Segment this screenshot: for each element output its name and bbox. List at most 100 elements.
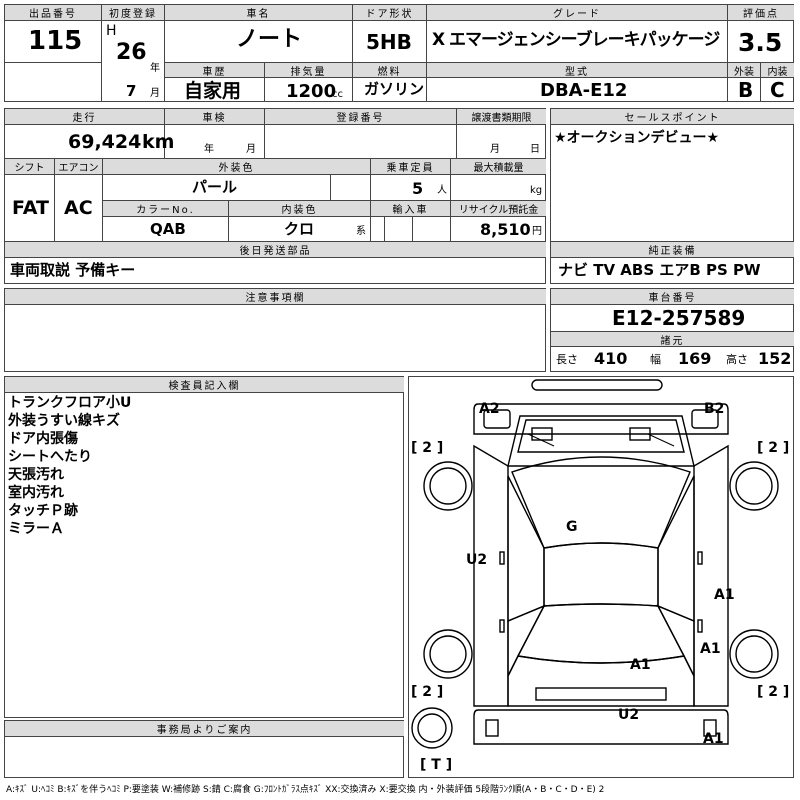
recycle-label: リサイクル預託金 xyxy=(451,201,546,216)
length-label: 長さ xyxy=(556,353,578,366)
transfer-day-unit: 日 xyxy=(530,144,540,155)
month-unit: 月 xyxy=(150,88,160,99)
inspector-notes: トランクフロア小U 外装うすい線キズ ドア内張傷 シートへたり 天張汚れ 室内汚… xyxy=(8,394,398,538)
mark-a1-center: A1 xyxy=(630,657,651,673)
header-section xyxy=(4,4,794,102)
sales-point: ★オークションデビュー★ xyxy=(554,130,720,146)
chassis-label: 車台番号 xyxy=(551,289,794,304)
mileage-unit: km xyxy=(142,131,175,153)
note-line: シートへたり xyxy=(8,449,92,465)
shift-label: シフト xyxy=(5,159,54,174)
chassis-section xyxy=(550,288,794,372)
damage-diagram-frame xyxy=(408,376,794,778)
exterior-label: 外装 xyxy=(728,63,760,77)
model-label: 型式 xyxy=(427,63,727,77)
score: 3.5 xyxy=(738,28,783,57)
sales-point-section xyxy=(550,108,794,284)
recycle: 8,510 xyxy=(480,220,531,239)
office-label: 事務局よりご案内 xyxy=(5,721,404,736)
ac-label: エアコン xyxy=(55,159,102,174)
era: H xyxy=(106,23,117,39)
inspection-label: 車検 xyxy=(165,109,264,124)
history: 自家用 xyxy=(184,80,242,102)
reg-no-label: 登録番号 xyxy=(265,109,456,124)
door-label: ドア形状 xyxy=(353,5,426,20)
chassis-number: E12-257589 xyxy=(612,306,746,330)
inspector-section xyxy=(4,376,404,718)
color-no: QAB xyxy=(150,220,186,238)
length: 410 xyxy=(594,349,628,368)
width: 169 xyxy=(678,349,712,368)
spare-tyre: [ T ] xyxy=(420,757,453,773)
later-parts: 車両取説 予備キー xyxy=(10,261,136,279)
displacement-label: 排気量 xyxy=(265,63,352,77)
insp-month-unit: 月 xyxy=(246,144,256,155)
height-label: 高さ xyxy=(726,353,748,366)
note-line: ドア内張傷 xyxy=(8,431,78,447)
recycle-unit: 円 xyxy=(532,226,542,237)
int-color: クロ xyxy=(284,220,315,238)
grade: X エマージェンシーブレーキパッケージ xyxy=(432,30,720,50)
reg-year: 26 xyxy=(116,40,147,65)
vehicle-info-section xyxy=(4,108,546,284)
car-name-label: 車名 xyxy=(165,5,352,20)
height: 152 xyxy=(758,349,792,368)
office-section xyxy=(4,720,404,778)
mark-a2: A2 xyxy=(479,401,500,417)
tyre-rear-left: [ 2 ] xyxy=(411,684,444,700)
mileage-label: 走行 xyxy=(5,109,164,124)
width-label: 幅 xyxy=(650,353,661,366)
capacity: 5 xyxy=(412,179,424,198)
ext-color-label: 外装色 xyxy=(103,159,370,174)
interior-label: 内装 xyxy=(761,63,794,77)
fuel: ガソリン xyxy=(364,80,425,98)
history-label: 車歴 xyxy=(165,63,264,77)
mark-a1-right-1: A1 xyxy=(714,587,735,603)
car-name: ノート xyxy=(236,27,303,52)
exterior-score: B xyxy=(738,78,754,102)
shift: FAT xyxy=(12,197,49,219)
first-reg-label: 初度登録 xyxy=(102,5,164,20)
model: DBA-E12 xyxy=(540,80,628,101)
mark-u2-side: U2 xyxy=(466,552,488,568)
mark-b2: B2 xyxy=(704,401,725,417)
ext-color: パール xyxy=(192,178,238,196)
int-color-label: 内装色 xyxy=(229,201,370,216)
ac: AC xyxy=(64,197,93,219)
note-line: ミラーＡ xyxy=(8,521,64,537)
note-line: 室内汚れ xyxy=(8,485,64,501)
grade-label: グレード xyxy=(427,5,727,20)
transfer-label: 譲渡書類期限 xyxy=(457,109,546,124)
max-load-label: 最大積載量 xyxy=(451,159,546,174)
mark-u2-rear: U2 xyxy=(618,707,640,723)
displacement: 1200 xyxy=(286,81,337,102)
note-line: タッチＰ跡 xyxy=(8,503,78,519)
import-label: 輸入車 xyxy=(371,201,450,216)
later-parts-label: 後日発送部品 xyxy=(5,242,546,257)
inspector-label: 検査員記入欄 xyxy=(5,377,404,392)
tyre-front-left: [ 2 ] xyxy=(411,440,444,456)
sales-point-label: セールスポイント xyxy=(551,109,794,124)
note-line: 天張汚れ xyxy=(8,467,64,483)
door-type: 5HB xyxy=(366,30,412,54)
fuel-label: 燃料 xyxy=(353,63,426,77)
mark-g: G xyxy=(566,519,578,535)
lot-number: 115 xyxy=(28,26,83,56)
lot-label: 出品番号 xyxy=(5,5,101,20)
capacity-label: 乗車定員 xyxy=(371,159,450,174)
tyre-front-right: [ 2 ] xyxy=(757,440,790,456)
legend: A:ｷｽﾞ U:ﾍｺﾐ B:ｷｽﾞを伴うﾍｺﾐ P:要塗装 W:補修跡 S:錆 … xyxy=(6,785,605,795)
displacement-unit: cc xyxy=(332,89,343,100)
car-damage-diagram xyxy=(411,379,779,749)
note-line: 外装うすい線キズ xyxy=(8,413,120,429)
color-no-label: カラーNo. xyxy=(103,201,228,216)
spec-label: 諸元 xyxy=(551,332,794,346)
note-line: トランクフロア小U xyxy=(8,395,132,411)
equipment-label: 純正装備 xyxy=(551,242,794,257)
year-unit: 年 xyxy=(150,63,160,74)
caution-section xyxy=(4,288,546,372)
interior-score: C xyxy=(770,78,785,102)
mileage: 69,424 xyxy=(68,131,142,153)
insp-year-unit: 年 xyxy=(204,144,214,155)
mark-a1-rear: A1 xyxy=(703,731,724,747)
